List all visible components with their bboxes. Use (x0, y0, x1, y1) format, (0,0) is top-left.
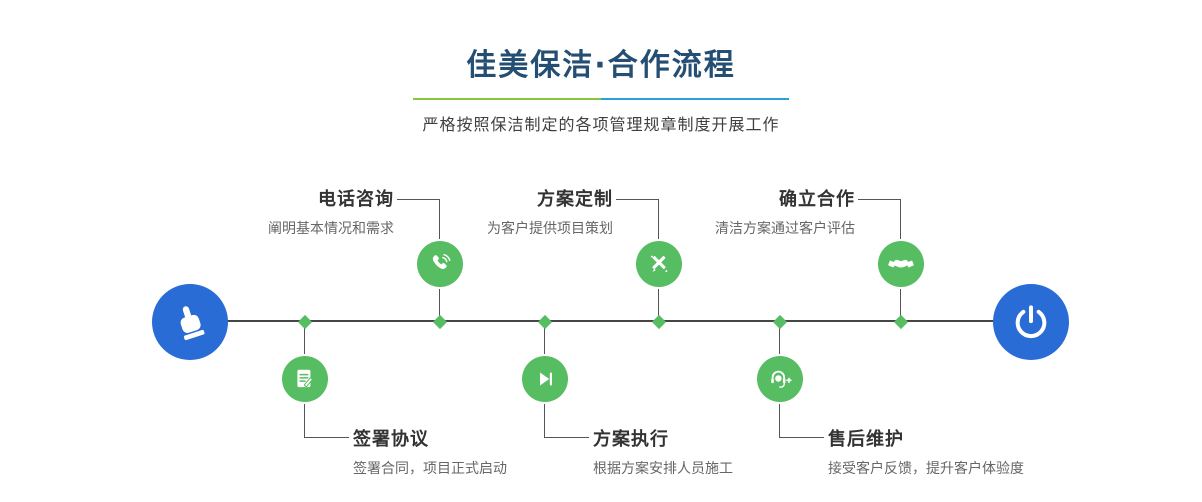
contract-icon (292, 366, 318, 392)
divider-blue-segment (601, 98, 789, 100)
step-title: 方案定制 (537, 189, 613, 210)
step-title: 售后维护 (828, 429, 904, 450)
step-node-plan-execution (522, 356, 568, 402)
timeline-diamond-marker (537, 314, 553, 330)
step-description: 接受客户反馈，提升客户体验度 (828, 461, 1024, 477)
step-title: 签署协议 (353, 429, 429, 450)
headset-icon (767, 366, 793, 392)
connector-line (858, 199, 901, 200)
end-node (993, 284, 1069, 360)
step-description: 为客户提供项目策划 (487, 221, 613, 237)
handshake-icon (887, 250, 915, 278)
connector-line (545, 437, 589, 438)
timeline-diamond-marker (893, 314, 909, 330)
timeline-diamond-marker (772, 314, 788, 330)
step-description: 签署合同，项目正式启动 (353, 461, 507, 477)
step-label: 签署协议 签署合同，项目正式启动 (353, 425, 673, 478)
step-label: 售后维护 接受客户反馈，提升客户体验度 (828, 425, 1148, 478)
divider-green-segment (413, 98, 601, 100)
phone-icon (427, 251, 453, 277)
step-label: 方案定制 为客户提供项目策划 (398, 185, 613, 238)
connector-line (780, 437, 824, 438)
start-node (152, 284, 228, 360)
step-label: 方案执行 根据方案安排人员施工 (593, 425, 913, 478)
connector-line (305, 437, 349, 438)
step-label: 确立合作 清洁方案通过客户评估 (640, 185, 855, 238)
power-icon (1011, 302, 1051, 342)
step-title: 方案执行 (593, 429, 669, 450)
step-description: 清洁方案通过客户评估 (715, 221, 855, 237)
step-label: 电话咨询 阐明基本情况和需求 (179, 185, 394, 238)
page-title: 佳美保洁·合作流程 (466, 48, 736, 83)
step-node-establish-cooperation (878, 241, 924, 287)
step-node-sign-agreement (282, 356, 328, 402)
step-node-after-sales-service (757, 356, 803, 402)
title-divider (413, 98, 789, 100)
timeline-diamond-marker (651, 314, 667, 330)
step-title: 电话咨询 (318, 189, 394, 210)
connector-line (616, 199, 659, 200)
timeline-diamond-marker (432, 314, 448, 330)
step-title: 确立合作 (779, 189, 855, 210)
page-subtitle: 严格按照保洁制定的各项管理规章制度开展工作 (422, 115, 780, 134)
pencil-ruler-icon (646, 251, 672, 277)
step-description: 阐明基本情况和需求 (268, 221, 394, 237)
connector-line (397, 199, 440, 200)
step-node-phone-consultation (417, 241, 463, 287)
step-node-plan-customization (636, 241, 682, 287)
hand-pointer-icon (169, 301, 211, 343)
step-description: 根据方案安排人员施工 (593, 461, 733, 477)
play-icon (533, 367, 557, 391)
timeline-diamond-marker (297, 314, 313, 330)
timeline-line (190, 320, 1035, 322)
